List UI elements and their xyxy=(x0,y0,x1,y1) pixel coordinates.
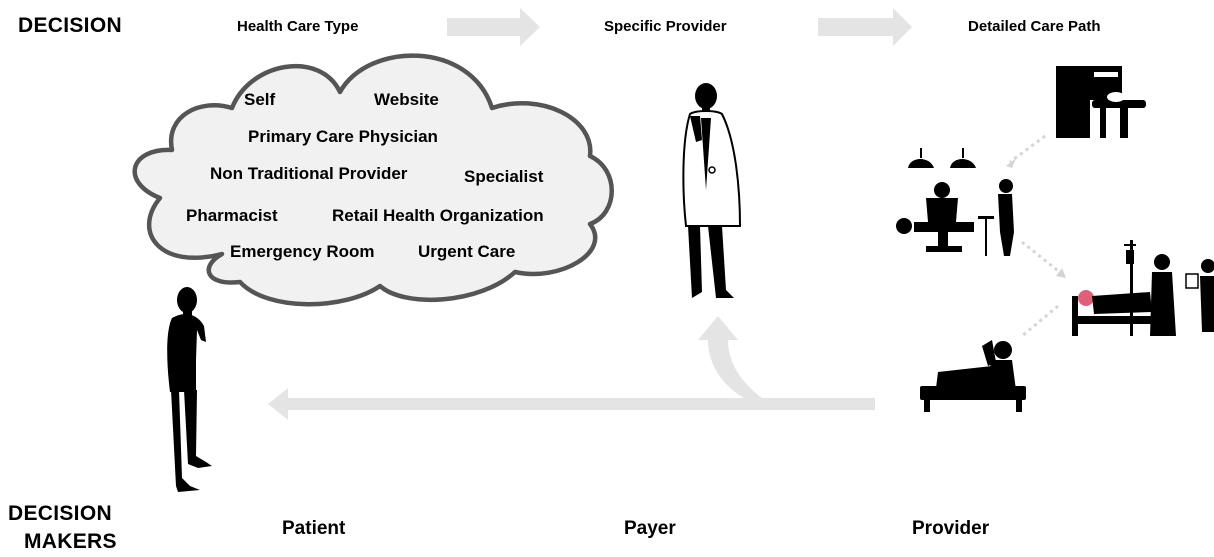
maker-provider: Provider xyxy=(912,518,990,539)
decision-makers-line-2: MAKERS xyxy=(24,530,117,553)
maker-payer: Payer xyxy=(624,518,676,539)
provider-silhouette-icon xyxy=(682,83,742,298)
thought-cloud xyxy=(132,53,614,307)
patient-silhouette-icon xyxy=(167,287,212,492)
hospital-bed-icon xyxy=(1072,240,1214,336)
column-specific-provider: Specific Provider xyxy=(604,18,727,35)
curved-arrow-to-payer xyxy=(698,316,762,398)
cloud-item-retail-health-organization: Retail Health Organization xyxy=(332,206,544,225)
top-arrow-2 xyxy=(818,8,912,46)
decision-makers-line-1: DECISION xyxy=(8,502,112,525)
cloud-item-self: Self xyxy=(244,90,276,109)
column-detailed-care-path: Detailed Care Path xyxy=(968,18,1101,35)
cloud-item-primary-care-physician: Primary Care Physician xyxy=(248,127,438,146)
bottom-arrow xyxy=(268,388,875,420)
decision-label: DECISION xyxy=(18,14,122,37)
mri-scanner-icon xyxy=(1056,66,1146,138)
maker-patient: Patient xyxy=(282,518,346,539)
cloud-item-website: Website xyxy=(374,90,439,109)
cloud-item-urgent-care: Urgent Care xyxy=(418,242,516,261)
physio-bed-icon xyxy=(920,340,1026,412)
top-arrow-1 xyxy=(447,8,540,46)
cloud-item-non-traditional-provider: Non Traditional Provider xyxy=(210,164,408,183)
surgery-room-icon xyxy=(896,148,1014,256)
care-path-dotted xyxy=(1009,134,1063,338)
cloud-item-pharmacist: Pharmacist xyxy=(186,206,278,225)
cloud-item-emergency-room: Emergency Room xyxy=(230,242,375,261)
cloud-item-specialist: Specialist xyxy=(464,167,544,186)
column-health-care-type: Health Care Type xyxy=(237,18,359,35)
